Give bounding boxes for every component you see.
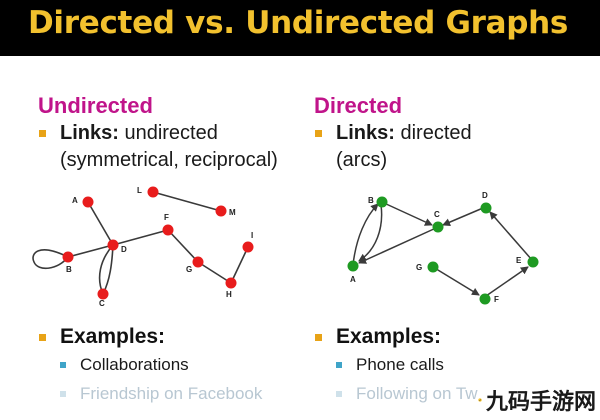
undirected-heading: Undirected bbox=[38, 93, 153, 118]
arc-D-C bbox=[442, 207, 484, 226]
node-E bbox=[527, 256, 539, 268]
edge-F-G bbox=[167, 229, 199, 263]
label-C: C bbox=[434, 210, 440, 219]
label-G: G bbox=[416, 263, 422, 272]
links-line2: (symmetrical, reciprocal) bbox=[60, 149, 278, 171]
edge-H-I bbox=[230, 246, 249, 284]
node-M bbox=[215, 205, 227, 217]
bullet-icon bbox=[39, 334, 46, 341]
arc-C-A bbox=[358, 227, 437, 264]
arc-G-F bbox=[432, 266, 480, 296]
arc-E-D bbox=[489, 211, 533, 261]
watermark: 九码手游网 bbox=[478, 382, 596, 418]
arc-B-C bbox=[383, 202, 433, 226]
label-F: F bbox=[494, 295, 499, 304]
links-text: undirected bbox=[118, 122, 218, 144]
edge-G-H bbox=[197, 261, 232, 284]
node-G bbox=[427, 261, 439, 273]
arc-A-B bbox=[352, 203, 379, 266]
logo-icon bbox=[478, 398, 482, 402]
bullet-icon bbox=[315, 334, 322, 341]
sub-bullet-icon bbox=[60, 362, 66, 368]
node-A bbox=[347, 260, 359, 272]
links-line2: (arcs) bbox=[336, 149, 388, 171]
directed-heading: Directed bbox=[314, 93, 403, 118]
node-I bbox=[242, 241, 254, 253]
directed-examples: Examples: Phone calls Following on Tw bbox=[314, 324, 478, 408]
directed-graph: A B C D E F G bbox=[347, 191, 539, 305]
undirected-graph: A B C D F G H I L M bbox=[32, 186, 254, 307]
edge-D-F bbox=[112, 229, 169, 246]
examples-heading: Examples: bbox=[38, 324, 262, 350]
links-text: directed bbox=[394, 122, 472, 144]
node-B bbox=[62, 251, 74, 263]
examples-heading: Examples: bbox=[314, 324, 478, 350]
watermark-text: 九码手游网 bbox=[485, 389, 596, 414]
edge-B-B-loop bbox=[32, 249, 69, 270]
edge-L-M bbox=[152, 191, 222, 212]
label-D: D bbox=[482, 191, 488, 200]
label-A: A bbox=[350, 275, 356, 284]
label-I: I bbox=[251, 231, 253, 240]
label-B: B bbox=[66, 265, 72, 274]
links-label: Links: bbox=[60, 122, 119, 144]
node-G bbox=[192, 256, 204, 268]
bullet-icon bbox=[39, 130, 46, 137]
edge-A-D bbox=[87, 201, 114, 246]
node-H bbox=[225, 277, 237, 289]
sub-bullet-icon bbox=[336, 391, 342, 397]
node-A bbox=[82, 196, 94, 208]
node-C bbox=[97, 288, 109, 300]
label-H: H bbox=[226, 290, 232, 299]
example-item: Friendship on Facebook bbox=[38, 379, 262, 408]
label-A: A bbox=[72, 196, 78, 205]
label-M: M bbox=[229, 208, 236, 217]
node-B bbox=[376, 196, 388, 208]
node-F bbox=[162, 224, 174, 236]
undirected-links-bullet: Links: undirected (symmetrical, reciproc… bbox=[38, 120, 308, 174]
links-label: Links: bbox=[336, 122, 395, 144]
node-L bbox=[147, 186, 159, 198]
directed-column: Directed Links: directed (arcs) bbox=[314, 92, 594, 174]
label-C: C bbox=[99, 299, 105, 307]
label-F: F bbox=[164, 213, 169, 222]
undirected-examples: Examples: Collaborations Friendship on F… bbox=[38, 324, 262, 408]
directed-links-bullet: Links: directed (arcs) bbox=[314, 120, 594, 174]
node-D bbox=[107, 239, 119, 251]
label-E: E bbox=[516, 256, 522, 265]
node-F bbox=[479, 293, 491, 305]
slide-title: Directed vs. Undirected Graphs bbox=[28, 5, 569, 41]
node-C bbox=[432, 221, 444, 233]
title-bar: Directed vs. Undirected Graphs bbox=[0, 0, 600, 56]
label-B: B bbox=[368, 196, 374, 205]
node-D bbox=[480, 202, 492, 214]
sub-bullet-icon bbox=[60, 391, 66, 397]
example-item: Collaborations bbox=[38, 350, 262, 379]
example-item: Following on Tw bbox=[314, 379, 478, 408]
label-D: D bbox=[121, 245, 127, 254]
label-L: L bbox=[137, 186, 142, 195]
bullet-icon bbox=[315, 130, 322, 137]
label-G: G bbox=[186, 265, 192, 274]
arc-F-E bbox=[485, 266, 529, 297]
example-item: Phone calls bbox=[314, 350, 478, 379]
undirected-column: Undirected Links: undirected (symmetrica… bbox=[38, 92, 308, 174]
sub-bullet-icon bbox=[336, 362, 342, 368]
edge-B-D bbox=[67, 244, 114, 258]
